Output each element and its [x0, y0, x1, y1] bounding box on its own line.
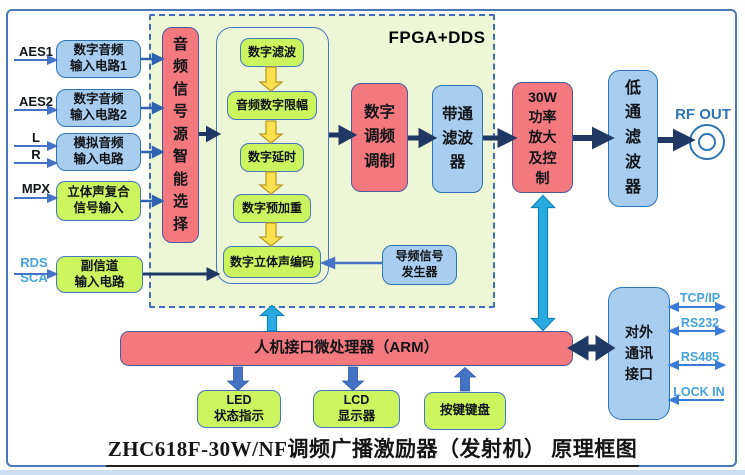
block-pilot-generator: 导频信号 发生器: [382, 245, 457, 285]
block-analog-audio-input: 模拟音频 输入电路: [56, 133, 141, 171]
port-label-mpx: MPX: [21, 181, 51, 196]
block-lcd-display: LCD 显示器: [313, 390, 400, 428]
port-label-rds-sca: RDS SCA: [20, 255, 48, 285]
block-digital-delay: 数字延时: [240, 143, 304, 172]
block-keypad: 按键键盘: [424, 392, 506, 430]
rf-out-connector-icon: [689, 124, 725, 160]
rf-out-label: RF OUT: [675, 106, 731, 123]
block-lowpass-filter: 低 通 滤 波 器: [608, 70, 658, 207]
block-mpx-input: 立体声复合 信号输入: [56, 181, 141, 221]
comm-label-rs485: RS485: [680, 350, 720, 364]
block-digital-audio-input-1: 数字音频 输入电路1: [56, 40, 141, 78]
port-label-aes2: AES2: [19, 94, 53, 109]
fpga-dds-label: FPGA+DDS: [388, 28, 486, 47]
block-bandpass-filter: 带通 滤波 器: [432, 85, 483, 193]
block-digital-audio-input-2: 数字音频 输入电路2: [56, 89, 141, 127]
port-label-aes1: AES1: [19, 44, 53, 59]
block-power-amp: 30W 功率 放大 及控 制: [512, 82, 573, 193]
block-digital-filter: 数字滤波: [240, 38, 304, 67]
block-audio-source-selector: 音 频 信 号 源 智 能 选 择: [162, 27, 199, 243]
block-led-status: LED 状态指示: [197, 390, 281, 428]
block-pre-emphasis: 数字预加重: [233, 194, 311, 223]
port-label-r: R: [31, 147, 41, 162]
diagram-title-text: ZHC618F-30W/NF调频广播激励器（发射机） 原理框图: [105, 433, 640, 467]
block-comm-interface: 对外 通讯 接口: [608, 287, 670, 420]
block-stereo-encoder: 数字立体声编码: [223, 246, 321, 278]
diagram-title: ZHC618F-30W/NF调频广播激励器（发射机） 原理框图: [0, 433, 745, 467]
comm-label-rs232: RS232: [680, 316, 720, 330]
comm-label-tcpip: TCP/IP: [679, 291, 721, 305]
block-arm-mcu: 人机接口微处理器（ARM）: [120, 331, 573, 366]
port-label-l: L: [32, 130, 40, 145]
page-edge-strip: [0, 470, 745, 475]
comm-label-lockin: LOCK IN: [673, 385, 725, 399]
block-audio-limiter: 音频数字限幅: [227, 91, 317, 120]
block-subchannel-input: 副信道 输入电路: [56, 256, 143, 293]
block-fm-modulator: 数字 调频 调制: [351, 83, 408, 192]
dsp-chain-group: [216, 27, 329, 284]
